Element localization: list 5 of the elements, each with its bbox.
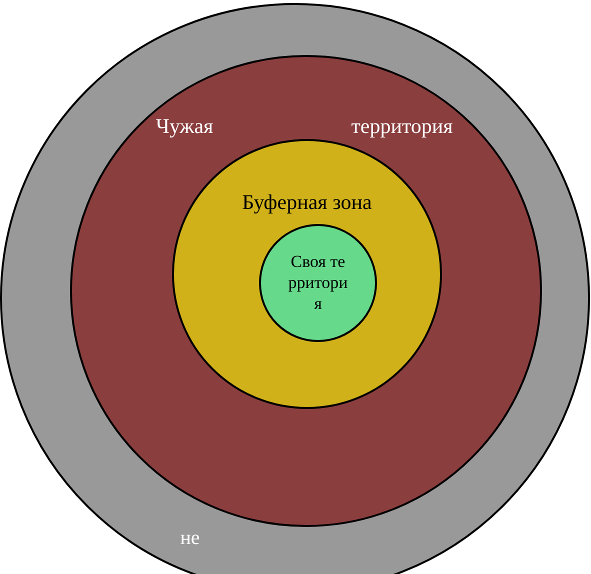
zone-label: Своя территория [288,251,348,314]
zone-label: Чужая [154,116,214,137]
zone-label: не [179,528,201,548]
zone-label: Буферная зона [241,189,373,216]
zone-label: территория [350,116,454,137]
